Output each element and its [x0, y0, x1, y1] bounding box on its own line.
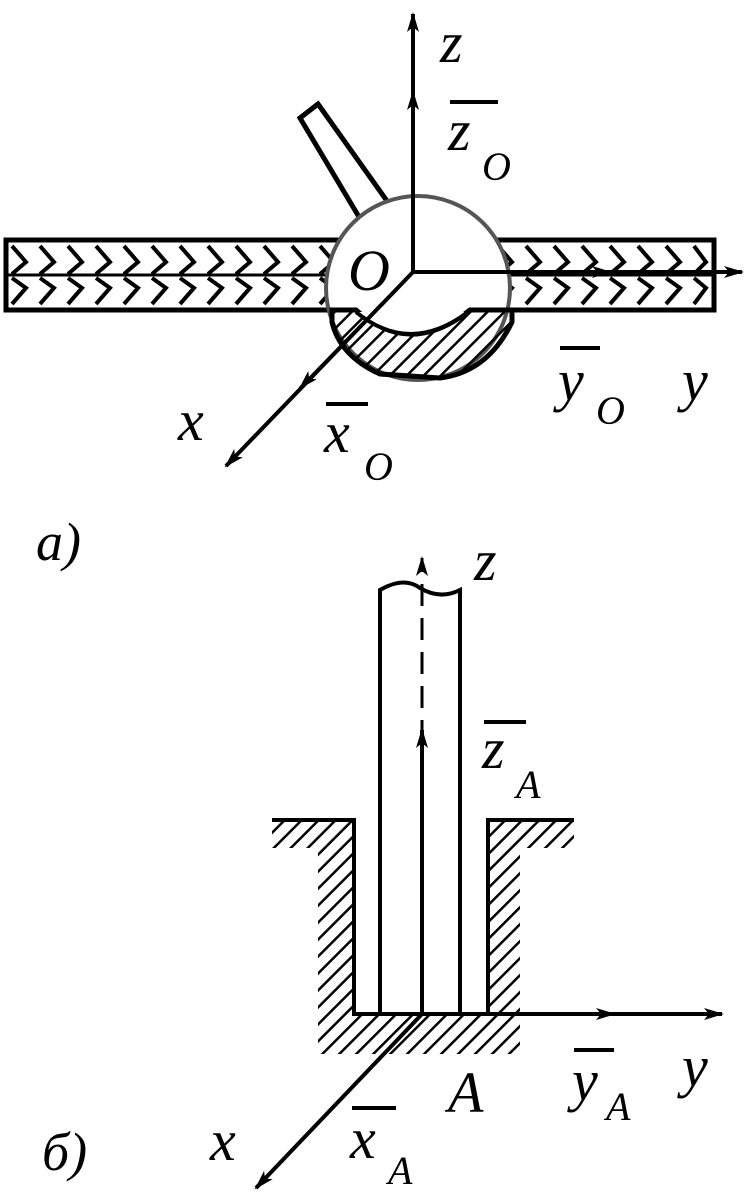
x-axis-b — [254, 1012, 424, 1190]
right-beam — [485, 237, 717, 313]
z-vector-sub-a: O — [482, 144, 511, 189]
caption-b: б) — [42, 1122, 87, 1182]
caption-a: a) — [36, 512, 81, 572]
z-axis-label-b: z — [473, 528, 497, 593]
z-vector-label-b: z — [481, 716, 505, 781]
panel-b: z z A A y A y x x A б) — [42, 528, 724, 1193]
left-beam — [3, 237, 361, 313]
y-axis-label-a: y — [677, 348, 708, 413]
x-axis-label-b: x — [209, 1108, 236, 1173]
socket-walls — [272, 820, 574, 1054]
z-vector-sub-b: A — [513, 762, 541, 807]
x-vector-label-b: x — [349, 1106, 376, 1171]
y-vector-label-b: y — [567, 1048, 598, 1113]
x-axis-label-a: x — [177, 388, 204, 453]
panel-a: O z z O y O y x x O a) — [3, 10, 744, 572]
y-axis-label-b: y — [677, 1034, 708, 1099]
z-axis-label-a: z — [439, 10, 463, 75]
x-vector-label-a: x — [323, 400, 350, 465]
x-vector-sub-a: O — [364, 444, 393, 489]
point-label-a: A — [444, 1060, 484, 1125]
x-vector-a — [298, 270, 415, 390]
z-vector-label-a: z — [447, 98, 471, 163]
y-vector-sub-b: A — [603, 1084, 631, 1129]
x-vector-sub-b: A — [385, 1148, 413, 1193]
y-vector-label-a: y — [553, 348, 584, 413]
origin-label: O — [348, 238, 390, 303]
y-vector-sub-a: O — [596, 388, 625, 433]
